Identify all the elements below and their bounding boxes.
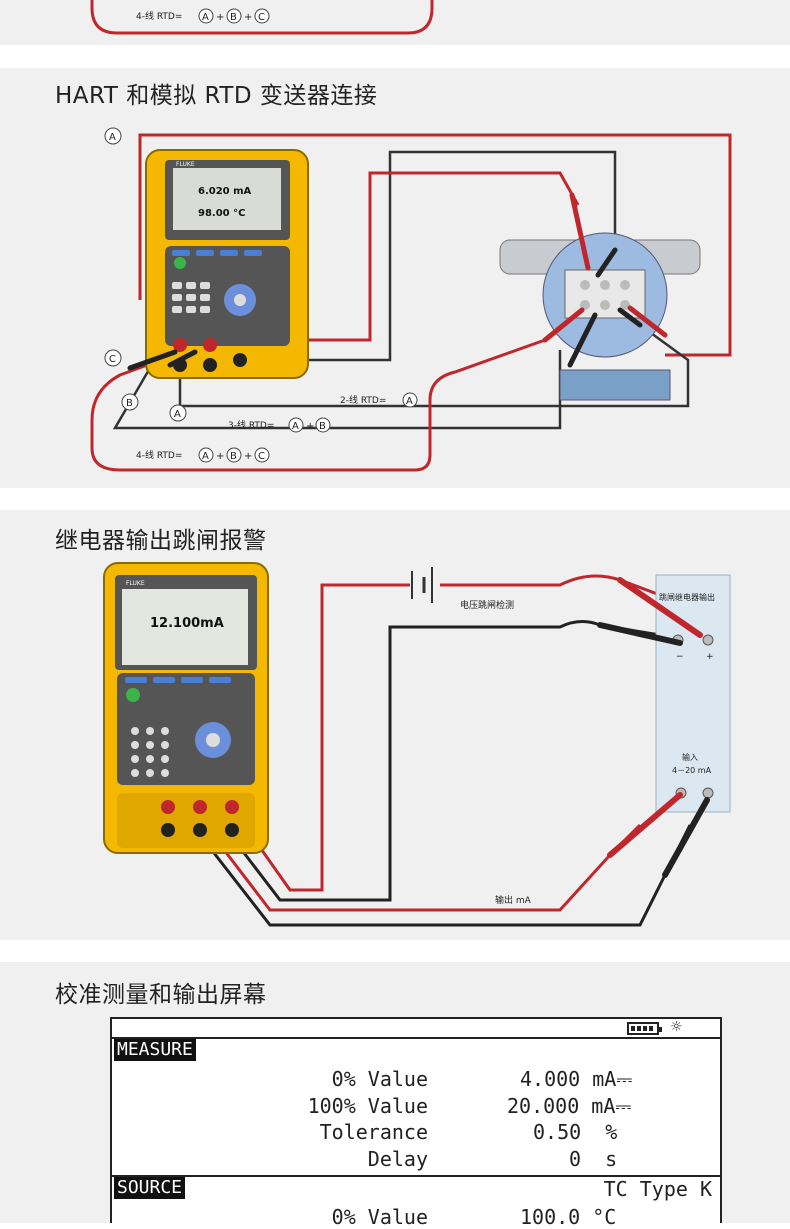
svg-text:−: − (676, 652, 684, 662)
relay-section-title: 继电器输出跳闸报警 (55, 528, 267, 554)
hart-rtd2-term-a: A (406, 396, 413, 407)
top-section-band (0, 0, 790, 45)
top-term-a: A (202, 12, 209, 23)
svg-text:+: + (216, 12, 224, 23)
svg-text:+: + (216, 451, 224, 462)
svg-text:+: + (706, 652, 714, 662)
hart-calibrator-device: FLUKE 6.020 mA 98.00 °C (145, 149, 309, 379)
screen-mid-rule (112, 1175, 720, 1177)
relay-input-label: 输入 (682, 752, 698, 762)
top-section-diagram: 4-线 RTD= A + B + C (90, 0, 434, 35)
hart-marker-c: C (109, 354, 116, 365)
sun-icon: ☼ (670, 1019, 683, 1035)
hart-rtd3-label: 3-线 RTD= (228, 419, 274, 431)
hart-section-title: HART 和模拟 RTD 变送器连接 (55, 83, 378, 109)
relay-calibrator-device: FLUKE 12.100mA (103, 562, 269, 854)
battery-symbol (411, 567, 433, 603)
measure-row-2-value: 0.50 % (533, 1120, 618, 1144)
battery-icon (627, 1022, 662, 1035)
calibration-lcd-screen: ☼ MEASURE 0% Value 4.000 mA⎓ 100% Value … (110, 1017, 722, 1229)
voltage-detect-label: 电压跳闸检测 (460, 599, 514, 611)
top-term-b: B (230, 12, 237, 23)
hart-marker-b: B (126, 398, 133, 409)
source-type: TC Type K (603, 1177, 712, 1201)
top-rtd4-label: 4-线 RTD= (136, 10, 182, 22)
hart-wiring-diagram: A FLUKE 6.020 mA 98.00 °C (90, 127, 732, 472)
svg-text:+: + (244, 12, 252, 23)
relay-device-brand: FLUKE (126, 580, 145, 587)
hart-rtd2-label: 2-线 RTD= (340, 394, 386, 406)
measure-row-2-label: Tolerance (319, 1120, 428, 1144)
screen-top-rule (112, 1037, 720, 1039)
measure-row-1-label: 100% Value (307, 1094, 428, 1118)
relay-wiring-diagram: 电压跳闸检测 输出 mA 跳闸继电器输出 − + 输入 4－20 mA FLUKE… (103, 562, 731, 927)
top-rtd4-terms: A + B + C (198, 8, 270, 24)
measure-row-0-value: 4.000 mA⎓ (520, 1067, 633, 1091)
source-row-0-label: 0% Value (331, 1205, 428, 1229)
hart-device-reading-2: 98.00 °C (198, 208, 245, 219)
hart-device-brand: FLUKE (176, 161, 195, 168)
hart-rtd4-label: 4-线 RTD= (136, 449, 182, 461)
relay-out-label: 跳闸继电器输出 (659, 592, 715, 602)
hart-device-reading-1: 6.020 mA (198, 186, 252, 197)
measure-row-3-value: 0 s (569, 1147, 618, 1171)
svg-text:+: + (244, 451, 252, 462)
rtd-transmitter (499, 232, 701, 401)
screen-section-title: 校准测量和输出屏幕 (55, 982, 267, 1008)
source-row-0-value: 100.0 °C (520, 1205, 617, 1229)
hart-rtd4-term-a: A (202, 451, 209, 462)
hart-rtd3-term-a: A (292, 421, 299, 432)
hart-rtd3-term-b: B (319, 421, 326, 432)
output-ma-label: 输出 mA (495, 894, 532, 906)
measure-row-1-value: 20.000 mA⎓ (507, 1094, 632, 1118)
source-header: SOURCE (114, 1177, 186, 1199)
hart-marker-a: A (109, 132, 116, 143)
hart-rtd4-term-c: C (258, 451, 265, 462)
relay-device-reading: 12.100mA (150, 616, 224, 631)
top-term-c: C (258, 12, 265, 23)
hart-rtd4-term-b: B (230, 451, 237, 462)
measure-row-0-label: 0% Value (331, 1067, 428, 1091)
svg-text:+: + (306, 421, 314, 432)
relay-input-range: 4－20 mA (672, 766, 712, 775)
measure-row-3-label: Delay (367, 1147, 428, 1171)
hart-marker-a2: A (174, 409, 181, 420)
measure-header: MEASURE (114, 1039, 196, 1061)
